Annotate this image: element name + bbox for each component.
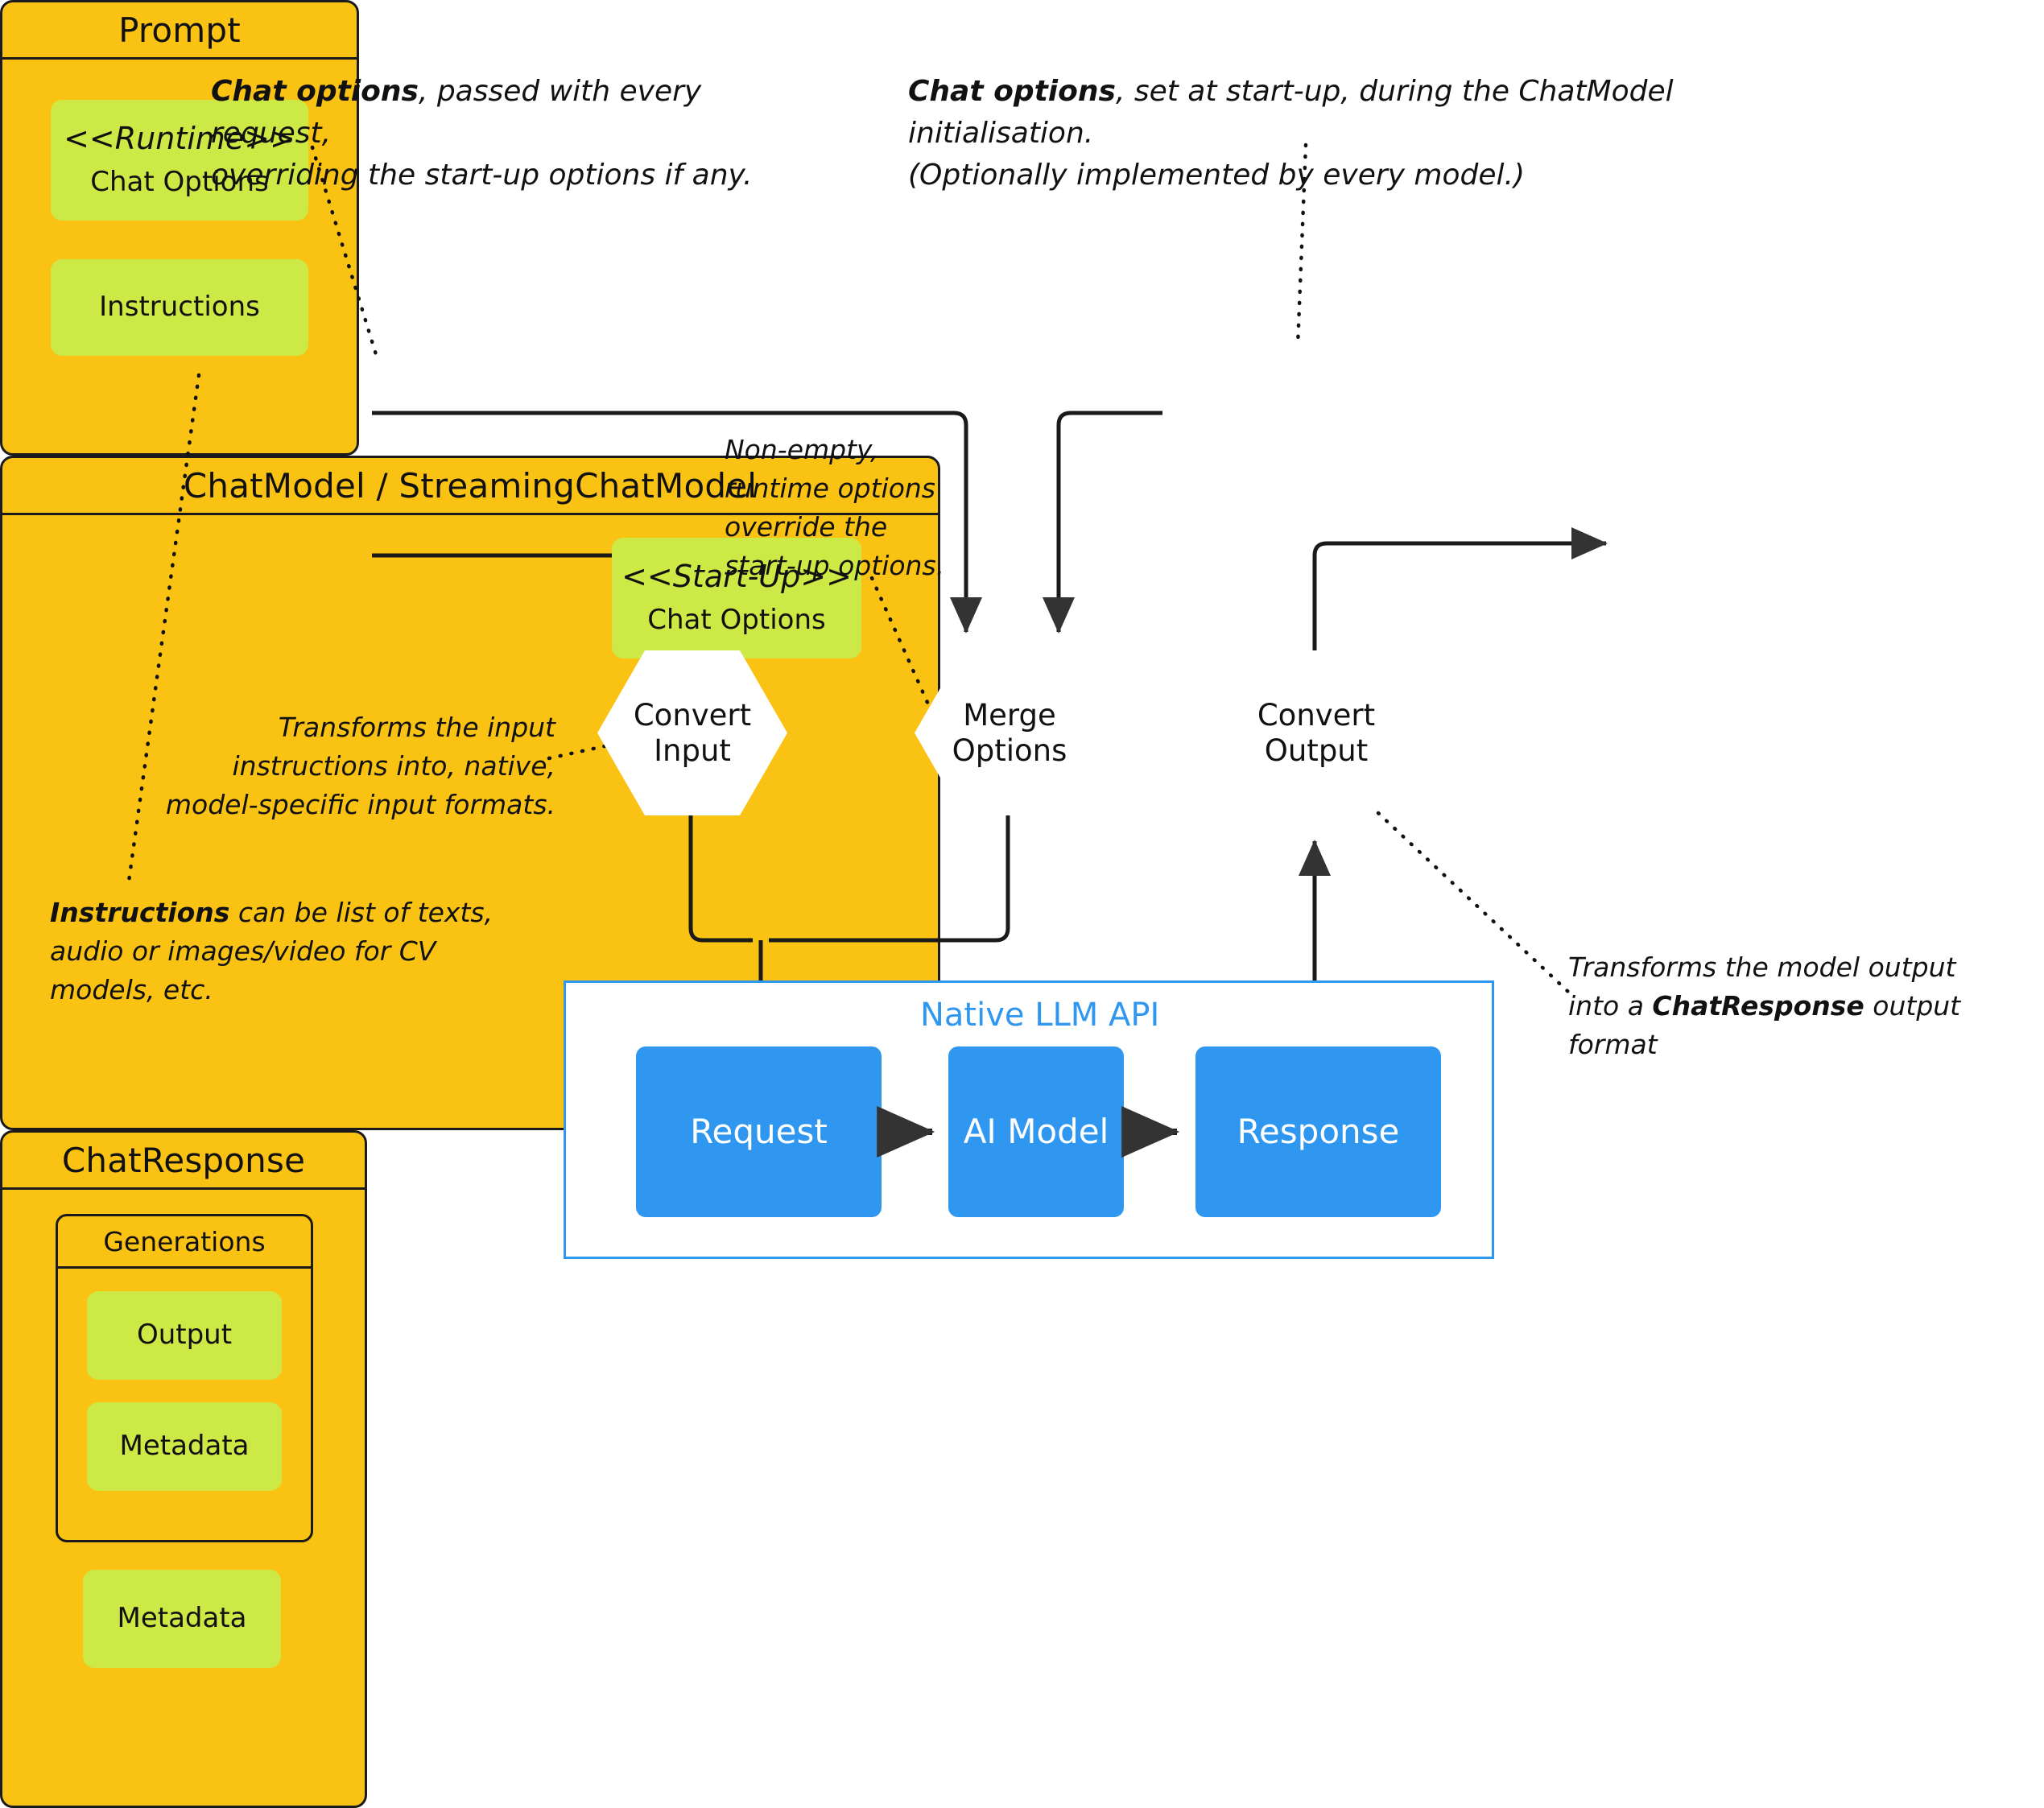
annotation-convert-input: Transforms the input instructions into, …	[137, 708, 555, 824]
annotation-startup-rest: , set at start-up, during the ChatModel …	[908, 75, 1674, 151]
convert-input-line2: Input	[654, 733, 731, 768]
convert-output-line1: Convert	[1257, 697, 1376, 733]
ai-model-line1: AI	[963, 1111, 997, 1151]
annotation-convert-output-line2a: into a	[1568, 989, 1653, 1022]
annotation-runtime-bold: Chat options	[211, 75, 419, 108]
convert-input-line1: Convert	[633, 697, 752, 733]
annotation-convert-input-line3: model-specific input formats.	[165, 788, 555, 820]
merge-options-line2: Options	[952, 733, 1067, 768]
operation-merge-options[interactable]: Merge Options	[915, 650, 1105, 815]
generations-sub-box: Generations Output Metadata	[56, 1214, 313, 1542]
annotation-instructions-rest: can be list of texts,	[229, 897, 493, 928]
merge-options-line1: Merge	[963, 697, 1056, 733]
prompt-attribute-instructions[interactable]: Instructions	[51, 259, 308, 356]
annotation-instructions-bold: Instructions	[50, 897, 230, 928]
ai-model-line2: Model	[1007, 1111, 1109, 1151]
edge-startup-to-merge	[1043, 411, 1162, 634]
chatresponse-metadata-label: Metadata	[117, 1602, 247, 1635]
annotation-startup-chat-options: Chat options, set at start-up, during th…	[908, 71, 1858, 197]
runtime-stereotype-label: <<Runtime>>	[64, 121, 295, 157]
native-llm-api-title: Native LLM API	[920, 997, 1160, 1034]
leader-convert-output-note	[1376, 811, 1571, 994]
annotation-startup-bold: Chat options	[908, 75, 1116, 108]
annotation-runtime-line2: overriding the start-up options if any.	[211, 159, 753, 192]
operation-convert-output[interactable]: Convert Output	[1221, 650, 1411, 815]
annotation-instructions-line3: models, etc.	[50, 973, 213, 1005]
annotation-convert-input-line1: Transforms the input	[278, 712, 555, 743]
generations-header: Generations	[58, 1216, 311, 1269]
annotation-runtime-rest: , passed with every request,	[211, 75, 702, 151]
generations-item-metadata[interactable]: Metadata	[87, 1402, 282, 1491]
chatresponse-class-box: ChatResponse Generations Output Metadata…	[0, 1130, 367, 1808]
chatresponse-header: ChatResponse	[2, 1133, 365, 1190]
edge-convert-output-to-chatresponse	[1312, 527, 1608, 668]
chatmodel-attribute-startup-chat-options[interactable]: <<Start-Up>> Chat Options	[612, 538, 861, 658]
annotation-instructions: Instructions can be list of texts, audio…	[50, 894, 517, 1009]
output-label: Output	[136, 1319, 233, 1352]
prompt-attribute-runtime-chat-options[interactable]: <<Runtime>> Chat Options	[51, 100, 308, 221]
runtime-chat-options-label: Chat Options	[90, 166, 269, 199]
annotation-convert-output: Transforms the model output into a ChatR…	[1568, 948, 2019, 1064]
prompt-header: Prompt	[2, 2, 357, 60]
annotation-instructions-line2: audio or images/video for CV	[50, 935, 436, 967]
prompt-class-box: Prompt <<Runtime>> Chat Options Instruct…	[0, 0, 359, 456]
native-api-request-box[interactable]: Request	[636, 1046, 882, 1217]
native-api-response-box[interactable]: Response	[1195, 1046, 1441, 1217]
generations-metadata-label: Metadata	[119, 1430, 250, 1463]
native-api-ai-model-box[interactable]: AI Model	[948, 1046, 1124, 1217]
chatresponse-metadata-chip[interactable]: Metadata	[83, 1570, 281, 1668]
annotation-convert-output-line1: Transforms the model output	[1568, 951, 1956, 983]
generations-item-output[interactable]: Output	[87, 1291, 282, 1380]
annotation-convert-output-line3: format	[1568, 1028, 1658, 1060]
annotation-startup-line2: (Optionally implemented by every model.)	[908, 159, 1526, 192]
startup-stereotype-label: <<Start-Up>>	[621, 559, 852, 595]
merge-options-inline-note: Non-empty, runtime options override the …	[725, 434, 945, 581]
annotation-convert-output-bold: ChatResponse	[1652, 989, 1864, 1022]
request-line1: Request	[690, 1111, 828, 1151]
annotation-convert-input-line2: instructions into, native,	[232, 749, 556, 782]
instructions-label: Instructions	[99, 291, 260, 324]
annotation-runtime-chat-options: Chat options, passed with every request,…	[211, 71, 774, 197]
startup-chat-options-label: Chat Options	[647, 604, 826, 637]
annotation-convert-output-line2b: output	[1864, 989, 1961, 1022]
response-line1: Response	[1237, 1111, 1400, 1151]
convert-output-line2: Output	[1264, 733, 1369, 768]
